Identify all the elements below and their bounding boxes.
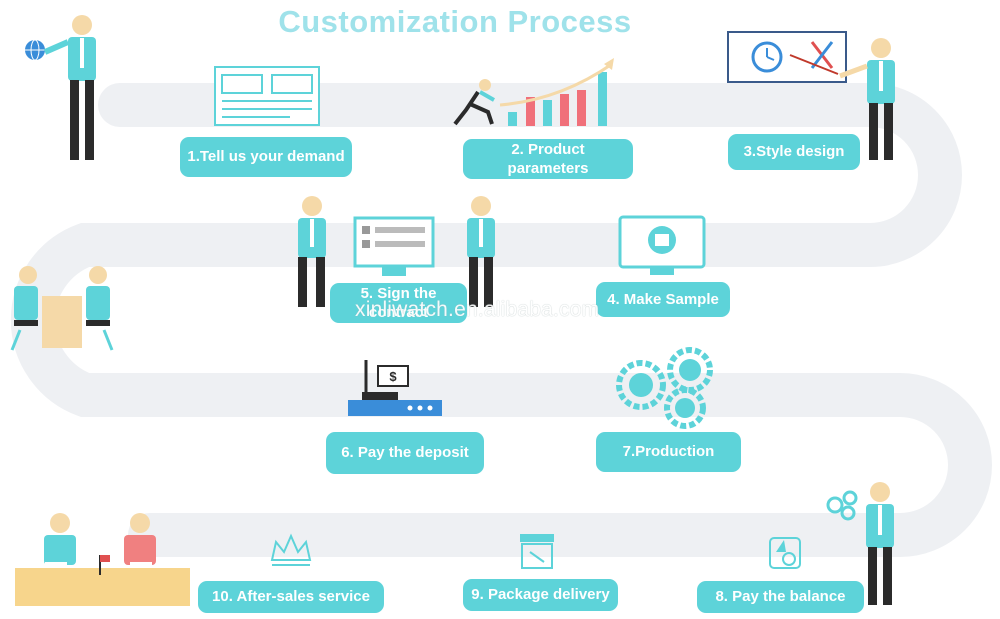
contract-person-left-icon [298,196,326,307]
step-7-label: 7.Production [596,432,741,472]
step-4-label: 4. Make Sample [596,282,730,317]
balance-person-icon [866,482,894,605]
contract-screen-icon [353,216,435,276]
svg-text:$: $ [389,369,397,384]
designer-person-icon [839,38,895,160]
design-board-icon [727,31,847,83]
step-5-label: 5. Sign the contract [330,283,467,323]
service-desk-icon [15,513,190,606]
step-3-label: 3.Style design [728,134,860,170]
step-6-label: 6. Pay the deposit [326,432,484,474]
step-1-label: 1.Tell us your demand [180,137,352,177]
contract-person-right-icon [467,196,495,307]
step-2-label: 2. Product parameters [463,139,633,179]
step-10-label: 10. After-sales service [198,581,384,613]
globe-icon [25,39,45,61]
thumbs-up-icon [769,537,801,569]
payment-terminal-icon: $ [348,360,442,416]
meeting-table-icon [10,266,114,351]
document-form-icon [214,66,320,126]
presenter-person-icon [43,15,96,160]
package-icon [520,534,554,569]
step-9-label: 9. Package delivery [463,579,618,611]
watermark-text: xinliwatch.en.alibaba.com [355,298,600,321]
crown-icon [270,533,312,566]
gears-small-icon [826,490,858,521]
diagram-title: Customization Process [278,4,632,39]
step-8-label: 8. Pay the balance [697,581,864,613]
growth-chart-icon [499,58,614,126]
production-gears-icon [616,347,713,429]
monitor-sample-icon [618,215,706,275]
running-person-icon [453,79,495,126]
